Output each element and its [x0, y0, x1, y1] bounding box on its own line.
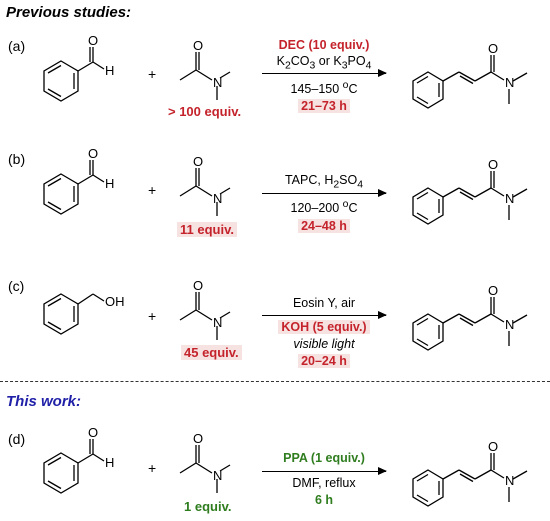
- reaction-b-label: (b): [8, 151, 26, 167]
- svg-text:N: N: [213, 75, 222, 90]
- svg-text:H: H: [105, 63, 114, 78]
- svg-text:O: O: [488, 283, 498, 298]
- reaction-d-label: (d): [8, 431, 26, 447]
- condition-temperature: 120–200 oC: [290, 199, 358, 216]
- cinnamamide-product: O N: [412, 283, 528, 351]
- svg-text:O: O: [488, 157, 498, 172]
- condition-reagent: TAPC, H2SO4: [284, 173, 364, 191]
- benzaldehyde-structure: O H: [43, 33, 114, 102]
- condition-reagent: PPA (1 equiv.): [283, 451, 365, 465]
- benzyl-alcohol-structure: OH: [43, 293, 125, 335]
- reaction-c-label: (c): [8, 278, 25, 294]
- reaction-arrow: [262, 467, 387, 475]
- benzaldehyde-structure: O H: [43, 146, 114, 215]
- dimethylacetamide-structure: O N: [179, 38, 231, 101]
- amide-equiv: > 100 equiv.: [168, 104, 242, 119]
- condition-reagent: Eosin Y, air: [292, 296, 356, 310]
- condition-time: 20–24 h: [254, 354, 394, 368]
- svg-text:O: O: [488, 439, 498, 454]
- condition-base: K2CO3 or K3PO4: [276, 54, 372, 72]
- svg-text:O: O: [88, 33, 98, 48]
- condition-time: 24–48 h: [254, 219, 394, 233]
- svg-text:O: O: [88, 146, 98, 161]
- svg-text:N: N: [505, 191, 514, 206]
- svg-text:N: N: [505, 473, 514, 488]
- cinnamamide-product: O N: [412, 157, 528, 225]
- condition-time: 6 h: [314, 493, 334, 507]
- reaction-arrow: [262, 311, 387, 319]
- section-divider: [0, 381, 550, 382]
- condition-solvent: DMF, reflux: [292, 476, 356, 490]
- dimethylacetamide-structure: O N: [179, 154, 231, 217]
- benzaldehyde-structure: O H: [43, 425, 114, 494]
- this-work-heading: This work:: [6, 393, 82, 410]
- plus-sign: +: [148, 308, 157, 324]
- svg-text:N: N: [213, 191, 222, 206]
- svg-text:H: H: [105, 455, 114, 470]
- reaction-arrow: [262, 189, 387, 197]
- svg-text:O: O: [193, 38, 203, 53]
- svg-text:O: O: [193, 278, 203, 293]
- svg-text:O: O: [193, 431, 203, 446]
- condition-reagent: DEC (10 equiv.): [278, 38, 370, 52]
- reaction-arrow: [262, 69, 387, 77]
- condition-time: 21–73 h: [254, 99, 394, 113]
- plus-sign: +: [148, 182, 157, 198]
- svg-text:N: N: [213, 315, 222, 330]
- svg-text:H: H: [105, 176, 114, 191]
- svg-text:N: N: [505, 317, 514, 332]
- amide-equiv: 1 equiv.: [184, 499, 232, 514]
- amide-equiv: 45 equiv.: [181, 345, 242, 360]
- svg-text:O: O: [88, 425, 98, 440]
- svg-text:N: N: [213, 468, 222, 483]
- svg-text:N: N: [505, 75, 514, 90]
- dimethylacetamide-structure: O N: [179, 278, 231, 341]
- previous-studies-heading: Previous studies:: [6, 4, 132, 21]
- cinnamamide-product: O N: [412, 41, 528, 109]
- svg-text:O: O: [488, 41, 498, 56]
- condition-light: visible light: [293, 337, 355, 351]
- condition-temperature: 145–150 oC: [290, 80, 358, 97]
- amide-equiv: 11 equiv.: [177, 222, 237, 237]
- svg-text:O: O: [193, 154, 203, 169]
- cinnamamide-product: O N: [412, 439, 528, 507]
- reaction-a-label: (a): [8, 38, 26, 54]
- plus-sign: +: [148, 460, 157, 476]
- plus-sign: +: [148, 66, 157, 82]
- condition-base: KOH (5 equiv.): [254, 320, 394, 334]
- svg-text:OH: OH: [105, 294, 125, 309]
- dimethylacetamide-structure: O N: [179, 431, 231, 494]
